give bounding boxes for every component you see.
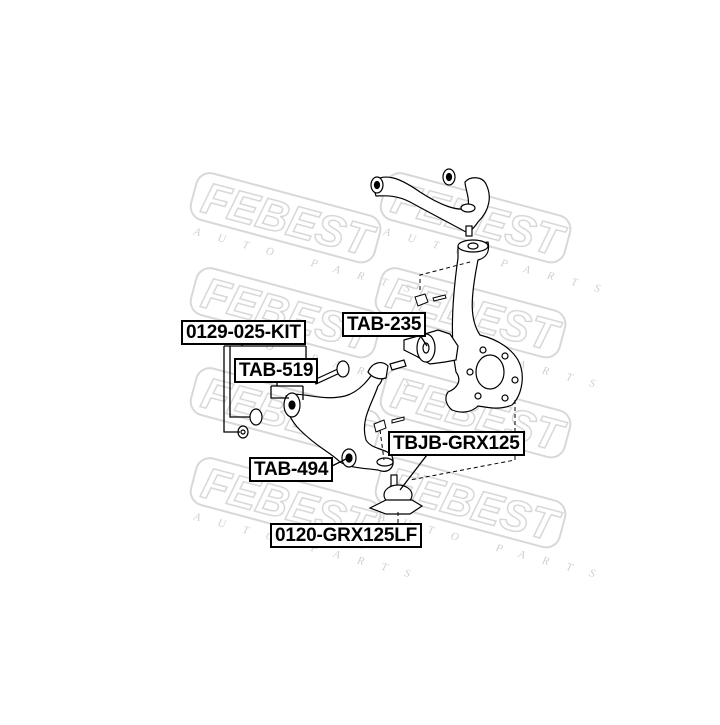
- part-label-0120-grx125lf[interactable]: 0120-GRX125LF: [270, 523, 423, 548]
- bushing-bracket-tab235-icon: [403, 329, 459, 365]
- steering-knuckle-icon: [445, 239, 523, 413]
- part-label-tab-519[interactable]: TAB-519: [234, 358, 319, 383]
- ball-joint-icon: [368, 474, 424, 515]
- part-label-tbjb-grx125[interactable]: TBJB-GRX125: [388, 431, 525, 456]
- nut-icon: [414, 293, 447, 307]
- assembly-dashed-lines: [379, 261, 516, 528]
- adjusting-bolt-icon: [313, 359, 407, 385]
- cotter-pin-icon: [373, 416, 405, 433]
- upper-control-arm-icon: [370, 168, 490, 237]
- part-label-tab-494[interactable]: TAB-494: [249, 457, 334, 482]
- part-label-tab-235[interactable]: TAB-235: [342, 312, 427, 337]
- watermark-logo: FEBEST AUTO PARTS: [374, 457, 614, 585]
- lower-control-arm-icon: [283, 362, 394, 472]
- part-label-kit[interactable]: 0129-025-KIT: [181, 320, 306, 345]
